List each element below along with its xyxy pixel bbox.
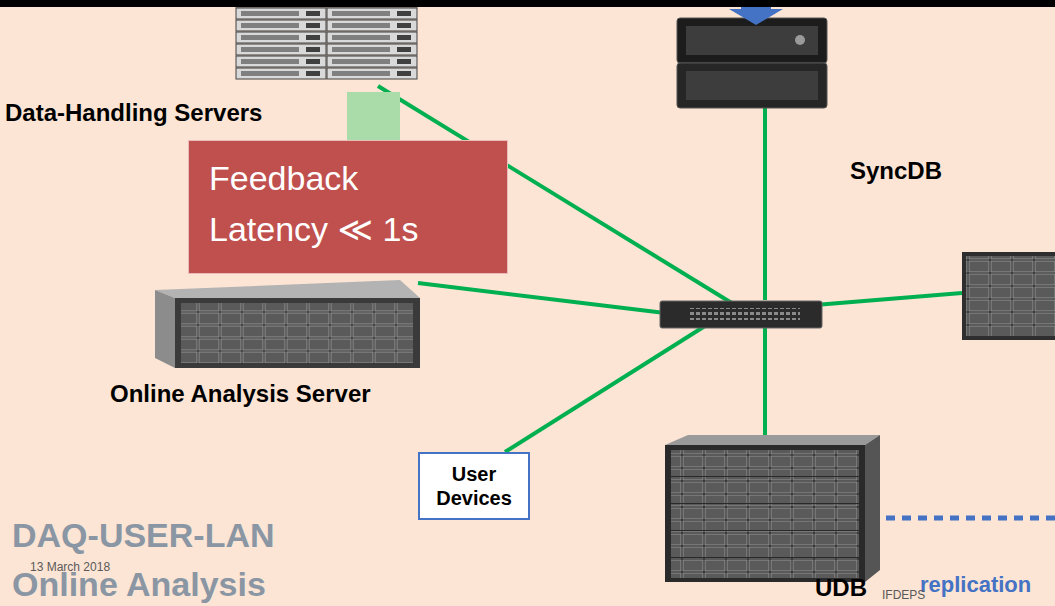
server-unit <box>236 20 326 31</box>
server-label-node: Online Analysis Server <box>110 380 371 408</box>
server-side <box>155 290 175 368</box>
top-bar <box>0 0 1055 7</box>
storage-icon <box>677 18 827 108</box>
server-unit <box>236 32 326 43</box>
footer-text: IFDEPS <box>882 589 925 602</box>
storage-icon <box>665 435 880 582</box>
server-unit <box>236 44 326 55</box>
storage-label-node: SyncDB <box>850 157 942 185</box>
storage-panel <box>686 26 818 55</box>
server-unit <box>327 8 417 19</box>
server-bays <box>966 256 1055 336</box>
server-unit <box>236 8 326 19</box>
server-unit <box>327 68 417 79</box>
node-text: Data-Handling Servers <box>5 99 262 127</box>
network-link <box>505 326 705 452</box>
device-box: User Devices <box>418 452 530 520</box>
server-unit <box>327 56 417 67</box>
network-link <box>763 108 767 300</box>
server-unit <box>327 20 417 31</box>
replication-line <box>886 516 1055 521</box>
callout-box: Feedback Latency ≪ 1s <box>188 140 508 274</box>
node-text: UDB <box>815 574 867 602</box>
server-front <box>175 298 420 368</box>
storage-side <box>865 435 880 582</box>
storage-top <box>665 435 880 445</box>
server-stack-icon <box>236 0 417 79</box>
server-front <box>962 252 1055 340</box>
node-text: Feedback Latency ≪ 1s <box>209 153 449 255</box>
storage-bays <box>671 531 859 557</box>
switch-body <box>660 301 822 328</box>
server-unit <box>236 56 326 67</box>
storage-bays <box>671 477 859 503</box>
storage-panel <box>686 71 818 100</box>
storage-logo <box>795 35 805 45</box>
storage-unit <box>677 18 827 63</box>
network-link <box>763 328 767 440</box>
server-unit <box>236 68 326 79</box>
node-text: User Devices <box>426 462 522 510</box>
slide-title: Online Analysis <box>12 567 266 603</box>
server-unit <box>327 32 417 43</box>
node-text: Online Analysis Server <box>110 380 371 408</box>
server-icon <box>155 280 420 368</box>
storage-bays <box>671 450 859 476</box>
arrow-head <box>729 9 783 25</box>
server-label-node: Data-Handling Servers <box>5 99 262 127</box>
server-bays <box>181 303 413 363</box>
storage-front <box>665 445 865 582</box>
network-link <box>815 293 962 305</box>
storage-bays <box>671 504 859 530</box>
node-text: SyncDB <box>850 157 942 185</box>
server-unit <box>327 44 417 55</box>
storage-label-node: UDB <box>815 574 867 602</box>
slide-title: DAQ-USER-LAN <box>12 518 275 554</box>
switch-icon <box>660 301 822 328</box>
switch-ports <box>688 308 800 320</box>
server-top <box>155 280 420 298</box>
replication-label: replication <box>920 573 1031 596</box>
highlight-bar <box>347 92 400 142</box>
server-icon <box>962 252 1055 340</box>
storage-unit <box>677 63 827 108</box>
network-link <box>418 283 665 313</box>
